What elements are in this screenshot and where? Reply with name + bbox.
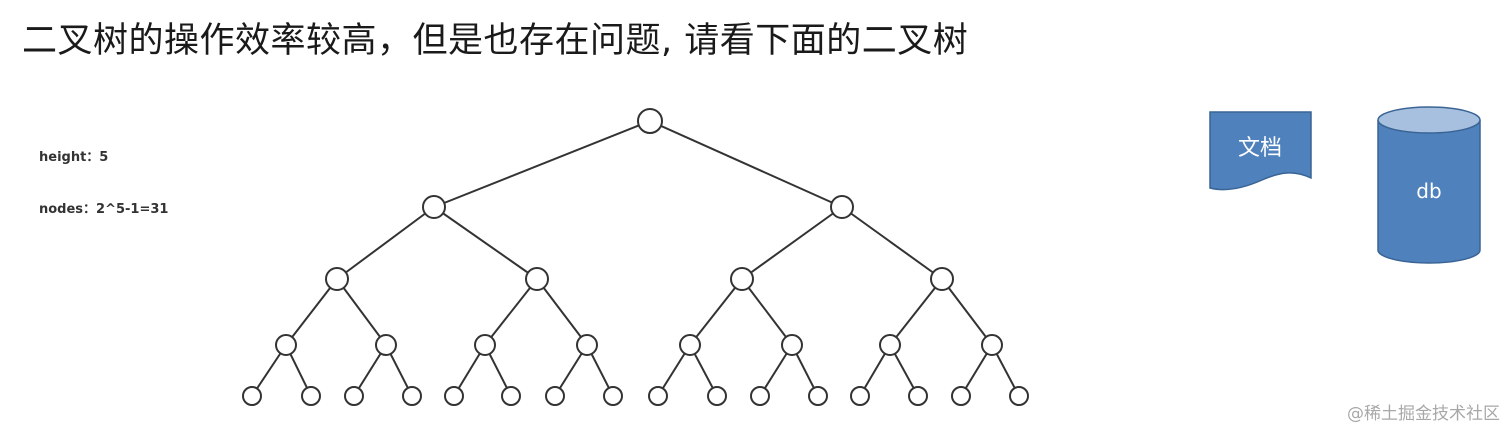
tree-node xyxy=(879,334,901,356)
tree-edges xyxy=(251,120,1020,397)
tree-node xyxy=(501,386,521,406)
tree-node xyxy=(750,386,770,406)
tree-node xyxy=(344,386,364,406)
tree-node xyxy=(951,386,971,406)
tree-edge xyxy=(689,278,743,346)
tree-edge xyxy=(336,278,387,346)
document-shape: 文档 xyxy=(1209,111,1312,191)
tree-node xyxy=(981,334,1003,356)
tree-node xyxy=(603,386,623,406)
tree-edge xyxy=(484,278,538,346)
nodes-label: nodes：2^5-1=31 xyxy=(39,202,169,217)
tree-node xyxy=(781,334,803,356)
tree-node xyxy=(576,334,598,356)
document-body xyxy=(1209,111,1312,191)
tree-node xyxy=(525,267,549,291)
tree-edge xyxy=(941,278,993,346)
tree-node xyxy=(1009,386,1029,406)
tree-nodes xyxy=(242,108,1029,406)
tree-node xyxy=(325,267,349,291)
tree-node xyxy=(444,386,464,406)
tree-node xyxy=(422,195,446,219)
tree-node xyxy=(830,195,854,219)
tree-edge xyxy=(433,206,538,280)
tree-node xyxy=(474,334,496,356)
tree-edge xyxy=(285,278,338,346)
database-top xyxy=(1377,106,1481,134)
tree-node xyxy=(850,386,870,406)
tree-node xyxy=(242,386,262,406)
tree-node xyxy=(637,108,663,134)
tree-node xyxy=(930,267,954,291)
database-shape: db xyxy=(1377,106,1481,264)
document-label: 文档 xyxy=(1238,136,1282,161)
tree-node xyxy=(375,334,397,356)
tree-node xyxy=(275,334,297,356)
tree-edge xyxy=(649,120,843,208)
tree-node xyxy=(730,267,754,291)
height-label: height：5 xyxy=(39,150,109,165)
database-body xyxy=(1377,120,1481,264)
tree-edge xyxy=(336,206,435,280)
tree-edge xyxy=(741,278,793,346)
tree-edge xyxy=(433,120,651,208)
database-label: db xyxy=(1416,179,1441,203)
tree-edge xyxy=(536,278,588,346)
watermark: @稀土掘金技术社区 xyxy=(1347,404,1500,424)
tree-node xyxy=(648,386,668,406)
tree-node xyxy=(707,386,727,406)
tree-node xyxy=(908,386,928,406)
tree-node xyxy=(545,386,565,406)
tree-node xyxy=(808,386,828,406)
tree-edge xyxy=(841,206,943,280)
page-title: 二叉树的操作效率较高，但是也存在问题, 请看下面的二叉树 xyxy=(22,21,969,61)
tree-node xyxy=(679,334,701,356)
tree-node xyxy=(301,386,321,406)
tree-edge xyxy=(741,206,843,280)
tree-node xyxy=(402,386,422,406)
tree-edge xyxy=(889,278,943,346)
